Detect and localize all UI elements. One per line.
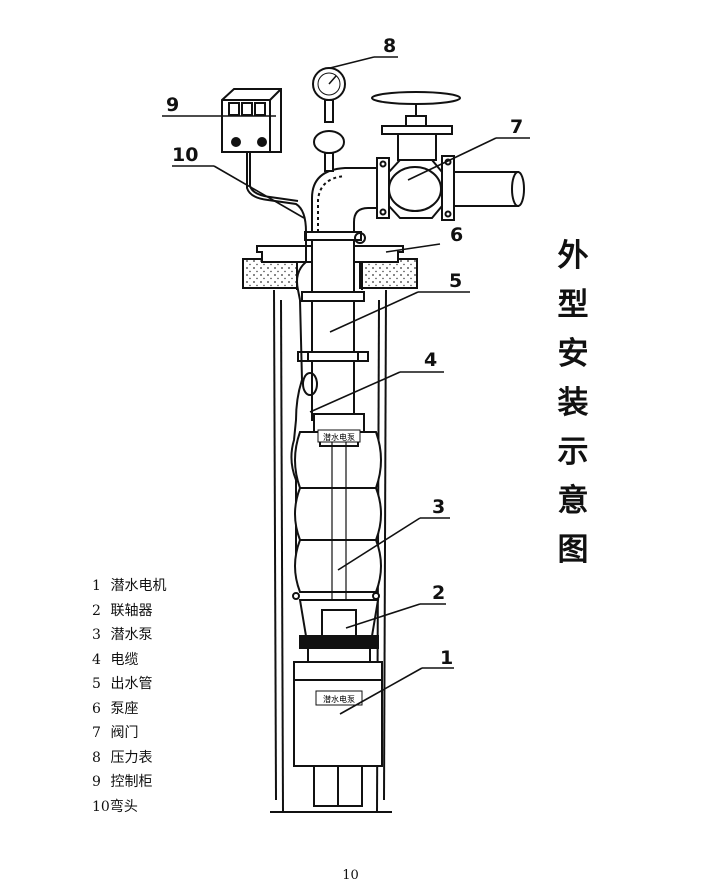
elbow	[304, 167, 383, 241]
title-char: 意	[557, 483, 589, 519]
legend-item: 3 潜水泵	[92, 627, 153, 643]
title-char: 图	[557, 532, 589, 568]
callout-6: 6	[450, 224, 463, 246]
callout-labels: 1 2 3 4 5 6 7 8 9 10	[166, 35, 523, 669]
legend-item: 5 出水管	[92, 676, 153, 692]
title-char: 型	[557, 287, 589, 323]
coupling	[298, 599, 380, 663]
legend-item: 1 潜水电机	[92, 578, 167, 594]
callout-2: 2	[432, 582, 445, 604]
legend-item: 2 联轴器	[92, 602, 153, 619]
callout-10: 10	[172, 144, 198, 166]
legend-item: 10弯头	[92, 798, 138, 815]
page-number: 10	[342, 868, 359, 883]
legend: 1 潜水电机 2 联轴器 3 潜水泵 4 电缆 5 出水管 6 泵座 7 阀门 …	[92, 574, 166, 819]
nameplate-pump: 潜水电泵	[317, 429, 361, 443]
callout-7: 7	[510, 116, 523, 138]
title-char: 装	[557, 385, 589, 421]
title-char: 外	[557, 238, 589, 274]
callout-5: 5	[449, 270, 462, 292]
control-cabinet	[221, 88, 282, 153]
riser-pipe	[297, 234, 369, 421]
callout-9: 9	[166, 94, 179, 116]
leader-lines	[162, 56, 530, 715]
legend-item: 6 泵座	[92, 700, 139, 717]
callout-1: 1	[440, 647, 453, 669]
nameplate-motor: 潜水电泵	[315, 690, 363, 706]
submersible-pump	[292, 413, 382, 600]
vertical-title: 外 型 安 装 示 意 图	[553, 232, 593, 575]
legend-item: 8 压力表	[92, 749, 153, 766]
svg-text:潜水电泵: 潜水电泵	[323, 694, 355, 704]
foundation-slab	[242, 258, 418, 289]
title-char: 示	[557, 434, 589, 470]
legend-item: 9 控制柜	[92, 774, 153, 790]
title-char: 安	[557, 336, 589, 372]
submersible-motor	[293, 661, 383, 807]
callout-4: 4	[424, 349, 437, 371]
legend-item: 7 阀门	[92, 725, 139, 741]
callout-3: 3	[432, 496, 445, 518]
gate-valve	[371, 91, 525, 221]
svg-text:潜水电泵: 潜水电泵	[323, 432, 355, 442]
legend-item: 4 电缆	[92, 651, 139, 668]
pressure-gauge	[312, 67, 346, 172]
callout-8: 8	[383, 35, 396, 57]
